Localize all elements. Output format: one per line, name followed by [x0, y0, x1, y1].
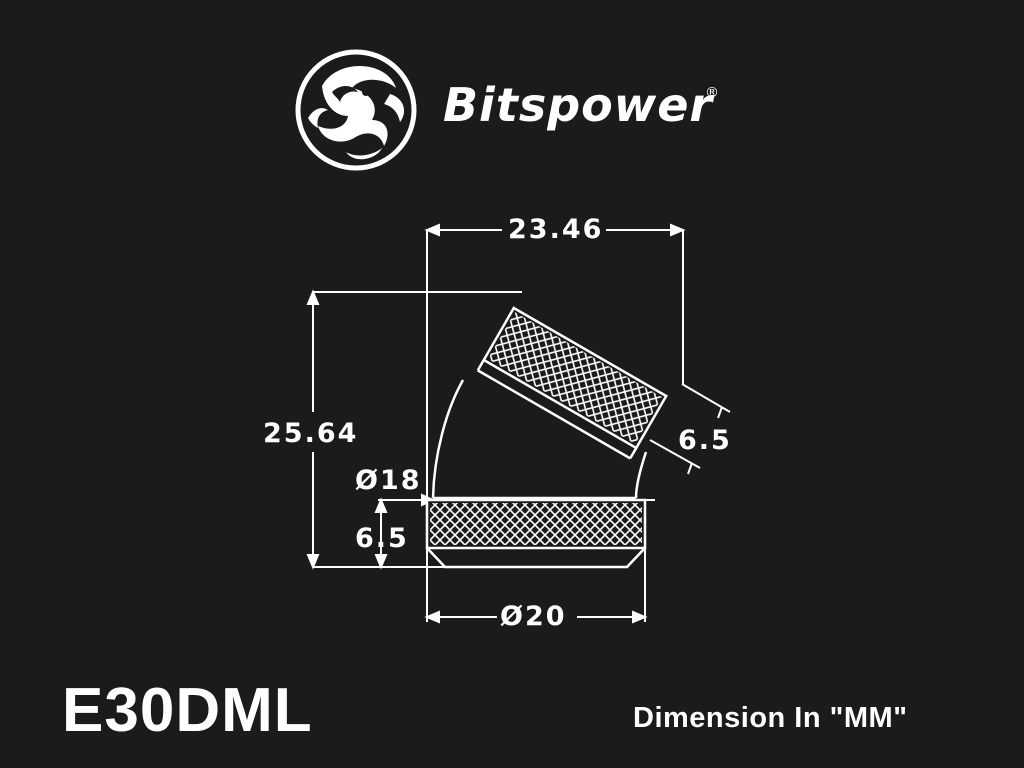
- brand-name: Bitspower: [443, 78, 714, 132]
- bottom-ring-height-dimension: [374, 497, 427, 570]
- top-ring-height-label: 6.5: [678, 425, 732, 456]
- dragon-logo-icon: [295, 49, 417, 171]
- model-number: E30DML: [62, 676, 313, 745]
- width-dimension: [424, 223, 686, 498]
- base-diameter-label: Ø20: [500, 601, 567, 632]
- bottom-knurled-ring: [425, 498, 647, 569]
- bottom-ring-height-label: 6.5: [355, 523, 409, 554]
- overall-height-label: 25.64: [263, 418, 359, 449]
- top-knurled-ring: [476, 306, 668, 460]
- base-diameter-dimension: [424, 548, 648, 624]
- height-dimension: [306, 289, 522, 570]
- fitting-body: [431, 379, 648, 500]
- neck-diameter-label: Ø18: [355, 465, 422, 496]
- overall-width-label: 23.46: [508, 214, 604, 245]
- units-note: Dimension In "MM": [633, 702, 908, 734]
- top-ring-height-dimension: [649, 383, 731, 475]
- registered-mark: ®: [705, 85, 719, 101]
